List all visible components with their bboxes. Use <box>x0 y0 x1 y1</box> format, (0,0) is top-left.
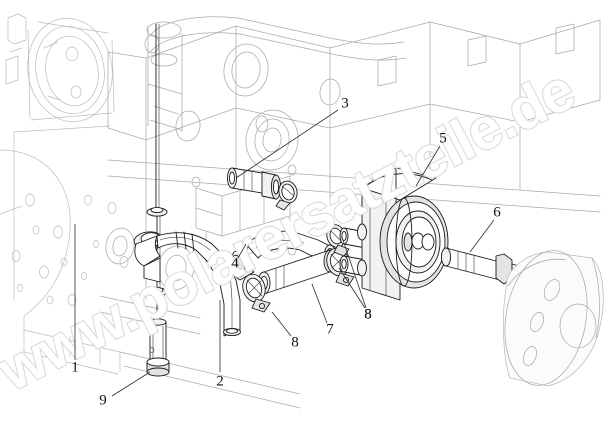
callout-leader-5 <box>415 145 441 187</box>
callout-leader-8b <box>338 267 366 309</box>
callout-label-6[interactable]: 6 <box>493 204 501 220</box>
oil-filter-canister[interactable] <box>495 244 604 392</box>
callout-leader-8a <box>271 311 292 337</box>
callout-leader-7 <box>311 283 328 324</box>
part-8-hose-clamp-left[interactable] <box>240 272 271 313</box>
callout-label-9[interactable]: 9 <box>99 392 107 408</box>
part-5-oil-cooler[interactable] <box>357 167 449 301</box>
callout-label-7[interactable]: 7 <box>326 321 334 337</box>
callout-leader-9 <box>111 371 151 397</box>
callout-leader-4 <box>237 243 247 259</box>
part-8-hose-clamp-top[interactable] <box>275 179 299 211</box>
callout-label-2[interactable]: 2 <box>216 373 224 389</box>
part-3-oil-feed-connector[interactable] <box>227 167 300 211</box>
callout-leader-8c <box>342 239 367 309</box>
callout-label-4[interactable]: 4 <box>231 255 239 271</box>
part-9-tube-plug[interactable] <box>146 318 170 377</box>
callout-label-3[interactable]: 3 <box>341 95 349 111</box>
callout-label-8b[interactable]: 8 <box>364 306 372 322</box>
callout-label-5[interactable]: 5 <box>439 130 447 146</box>
callout-leader-6 <box>469 219 495 253</box>
part-2-oil-return-pipe[interactable] <box>133 230 241 337</box>
callout-label-8c[interactable]: 8 <box>364 306 372 322</box>
callout-label-8a[interactable]: 8 <box>291 334 299 350</box>
callout-label-1[interactable]: 1 <box>71 359 79 375</box>
callout-leader-3 <box>235 109 339 179</box>
